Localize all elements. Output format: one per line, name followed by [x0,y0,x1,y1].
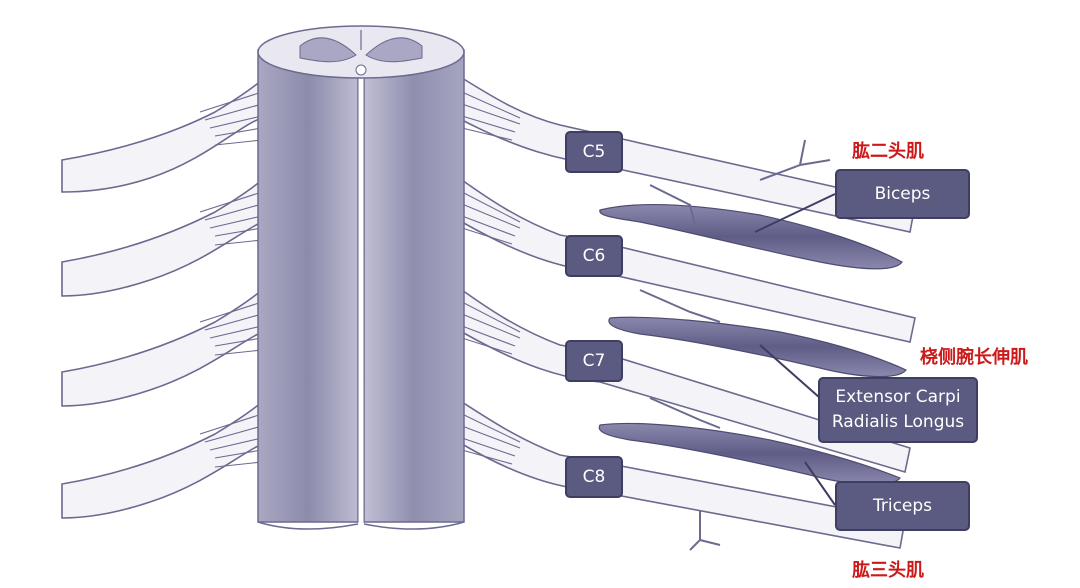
cord-cross-section [257,25,465,79]
nerve-twigs [639,139,831,551]
right-nerve-roots [461,76,916,549]
left-nerve-roots [61,78,263,519]
ecrl-label-line2: Radialis Longus [831,412,965,432]
triceps-label: Triceps [835,481,970,531]
muscles [598,203,907,486]
biceps-label: Biceps [835,169,970,219]
segment-c7-label: C7 [565,340,623,382]
ecrl-cn-label: 桡侧腕长伸肌 [920,347,1028,368]
segment-c5-label: C5 [565,131,623,173]
spinal-cord [257,25,465,530]
ecrl-muscle [608,316,907,378]
leader-lines [754,193,836,506]
left-rootlets [199,91,263,468]
segment-c6-label: C6 [565,235,623,277]
biceps-cn-label: 肱二头肌 [852,141,924,162]
right-rootlets [461,91,521,465]
triceps-cn-label: 肱三头肌 [852,560,924,581]
biceps-muscle [599,203,903,270]
ecrl-label: Extensor Carpi Radialis Longus [818,377,978,443]
ecrl-label-line1: Extensor Carpi [835,387,961,407]
segment-c8-label: C8 [565,456,623,498]
